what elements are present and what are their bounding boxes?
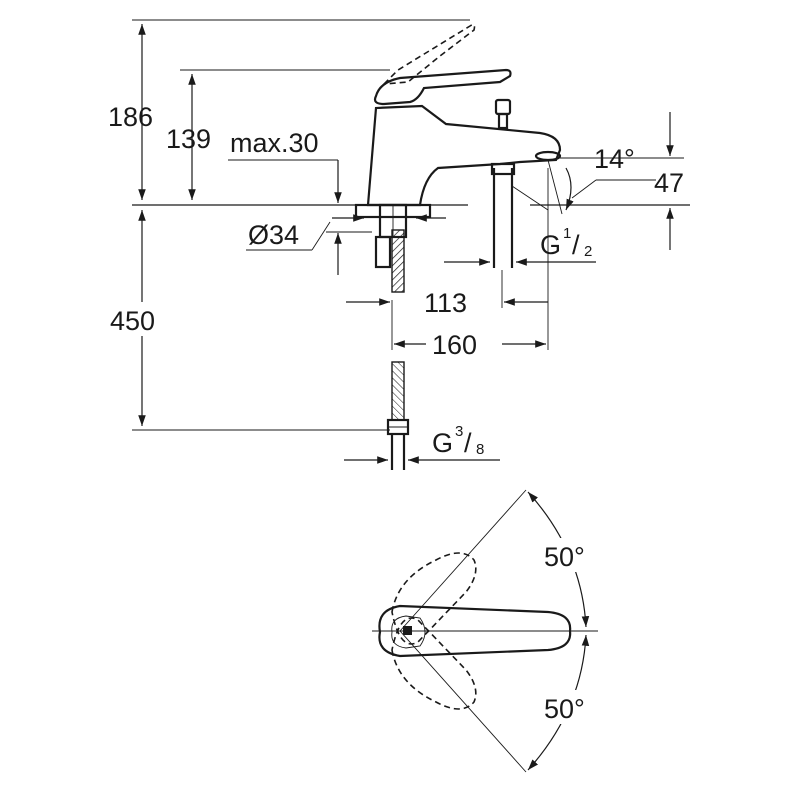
- dim-14deg-spray: [547, 159, 563, 215]
- faucet-body: [366, 104, 562, 207]
- thread-g12-base: G: [540, 230, 561, 260]
- supply-hose-lower: [391, 361, 405, 421]
- dim-d34-label: Ø34: [248, 220, 299, 250]
- dim-d34-diag: [311, 221, 331, 251]
- shower-connector: [490, 162, 516, 176]
- dim-47-label: 47: [654, 168, 684, 198]
- thread-g38-num: 3: [455, 423, 463, 440]
- lever-top-view-inner: [391, 615, 426, 649]
- dim-14deg-arc: [565, 167, 574, 211]
- dim-113-label: 113: [424, 288, 467, 318]
- lever-handle-raised: [381, 23, 476, 85]
- lever-ghost-lower: [391, 617, 477, 710]
- dim-450-label-bg: [108, 302, 172, 336]
- lever-indicator-mark: [403, 626, 412, 635]
- dim-186-label: 186: [108, 102, 153, 132]
- thread-g12-num: 1: [563, 225, 571, 242]
- thread-g38-den: 8: [476, 441, 484, 458]
- supply-hose-upper: [391, 229, 405, 293]
- thread-g38-slash: /: [464, 428, 472, 458]
- deck-washer: [354, 203, 432, 219]
- dim-max30-label: max.30: [230, 128, 319, 158]
- side-view: 186 139 max.30 Ø34 14° 47 G 1 /: [108, 19, 690, 470]
- dim-g12-diag: [511, 185, 549, 211]
- dim-160-label-bg: [426, 326, 502, 356]
- thread-g12-den: 2: [584, 243, 592, 260]
- dim-14deg-diag: [571, 179, 597, 199]
- fixing-stud: [374, 235, 392, 269]
- dim-139-label: 139: [166, 124, 211, 154]
- dim-450-label: 450: [110, 306, 155, 336]
- thread-g38-base: G: [432, 428, 453, 458]
- diverter-knob: [494, 98, 512, 116]
- lever-ghost-upper: [391, 552, 477, 645]
- angle-upper-label: 50°: [544, 542, 585, 572]
- lever-top-view: [378, 604, 572, 658]
- top-view: 50° 50°: [372, 489, 598, 773]
- spout-outlet: [534, 150, 562, 162]
- angle-upper-label-bg: [540, 538, 598, 572]
- lever-handle: [373, 68, 512, 106]
- diverter-stem: [497, 112, 509, 130]
- angle-lower-label-bg: [540, 690, 598, 724]
- dim-160-label: 160: [432, 330, 477, 360]
- angle-lower-label: 50°: [544, 694, 585, 724]
- dim-14deg-label: 14°: [594, 144, 635, 174]
- thread-g12-slash: /: [572, 230, 580, 260]
